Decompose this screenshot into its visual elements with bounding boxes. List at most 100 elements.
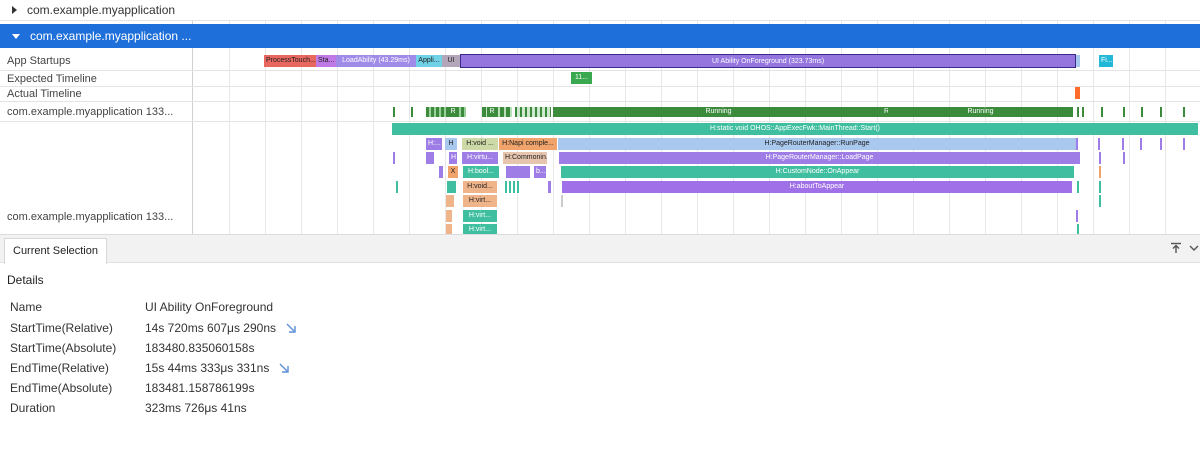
call-slice[interactable]	[506, 166, 530, 178]
state-running-segment[interactable]	[426, 107, 466, 117]
field-key: Name	[10, 300, 43, 314]
call-slice[interactable]: H:Napi comple...	[499, 138, 557, 150]
call-tick[interactable]	[1077, 224, 1079, 234]
call-tick[interactable]	[1077, 181, 1079, 193]
call-slice[interactable]	[548, 181, 551, 193]
call-slice[interactable]: H	[445, 138, 457, 150]
startup-slice-ui[interactable]: UI	[442, 55, 460, 67]
jump-to-time-icon[interactable]	[278, 362, 290, 374]
field-value[interactable]: 14s 720ms 607μs 290ns	[145, 321, 276, 335]
call-tick[interactable]	[1122, 138, 1124, 150]
field-key: Duration	[10, 401, 56, 415]
call-slice[interactable]	[505, 181, 519, 193]
actual-frame-slice[interactable]	[1075, 87, 1080, 99]
state-label-r[interactable]: R	[884, 107, 888, 117]
call-slice[interactable]: H:virt...	[463, 224, 497, 234]
field-value[interactable]: UI Ability OnForeground	[145, 300, 274, 314]
call-slice[interactable]	[426, 152, 434, 164]
chevron-down-icon[interactable]	[1189, 242, 1199, 257]
call-tick[interactable]	[396, 181, 398, 193]
call-tick[interactable]	[1099, 166, 1101, 178]
call-slice[interactable]: H:bool...	[463, 166, 499, 178]
row-label-app-startups: App Startups	[7, 55, 71, 67]
startup-slice-first-frame[interactable]: Fi...	[1099, 55, 1113, 67]
call-tick[interactable]	[1183, 138, 1185, 150]
field-value[interactable]: 183480.835060158s	[145, 341, 255, 355]
call-tick[interactable]	[1140, 138, 1142, 150]
state-tick[interactable]	[1183, 107, 1185, 117]
call-tick[interactable]	[1076, 210, 1078, 222]
startup-slice-process-touch[interactable]: ProcessTouch...	[264, 55, 316, 67]
call-slice[interactable]: H:virt...	[463, 195, 497, 207]
call-slice-about-to-appear[interactable]: H:aboutToAppear	[562, 181, 1072, 193]
call-tick[interactable]	[1099, 195, 1101, 207]
pin-top-icon[interactable]	[1170, 242, 1182, 257]
state-label-r[interactable]: R	[448, 107, 458, 117]
call-tick[interactable]	[1098, 138, 1100, 150]
call-slice[interactable]: H:Commonin...	[503, 152, 547, 164]
startup-slice-tail[interactable]	[1076, 55, 1080, 67]
state-tick[interactable]	[1082, 107, 1084, 117]
call-slice-load-page[interactable]: H:PageRouterManager::LoadPage	[559, 152, 1080, 164]
call-slice[interactable]: H	[449, 152, 457, 164]
call-slice[interactable]: H:void ...	[462, 138, 498, 150]
call-slice[interactable]	[446, 224, 452, 234]
jump-to-time-icon[interactable]	[285, 322, 297, 334]
call-slice[interactable]: H:void...	[463, 181, 497, 193]
state-tick[interactable]	[393, 107, 395, 117]
process-header-collapsed[interactable]: com.example.myapplication	[0, 0, 1200, 20]
state-running-segment[interactable]	[515, 107, 551, 117]
field-end-relative: EndTime(Relative) 15s 44ms 333μs 331ns	[10, 361, 290, 375]
call-tick[interactable]	[561, 195, 563, 207]
collapse-arrow-icon[interactable]	[12, 33, 20, 39]
field-start-absolute: StartTime(Absolute) 183480.835060158s	[10, 341, 254, 355]
startup-slice-load-ability[interactable]: LoadAbility (43.29ms)	[336, 55, 416, 67]
call-slice[interactable]: H:virtu...	[462, 152, 498, 164]
process-header-expanded[interactable]: com.example.myapplication ...	[0, 24, 1200, 48]
call-slice[interactable]	[447, 181, 456, 193]
call-tick[interactable]	[393, 152, 395, 164]
call-tick[interactable]	[1099, 181, 1101, 193]
tab-current-selection[interactable]: Current Selection	[4, 238, 107, 264]
call-slice[interactable]	[446, 210, 452, 222]
row-label-thread-state: com.example.myapplication 133...	[7, 106, 174, 118]
startup-slice-application[interactable]: Appli...	[416, 55, 442, 67]
call-tick[interactable]	[1123, 152, 1125, 164]
expand-arrow-icon[interactable]	[12, 6, 17, 14]
state-running[interactable]: Running	[553, 107, 884, 117]
field-value[interactable]: 323ms 726μs 41ns	[145, 401, 247, 415]
state-tick[interactable]	[1123, 107, 1125, 117]
state-tick[interactable]	[1101, 107, 1103, 117]
state-running-segment[interactable]	[482, 107, 512, 117]
field-key: StartTime(Absolute)	[10, 341, 117, 355]
call-tick[interactable]	[1076, 138, 1078, 150]
call-slice[interactable]: b...	[534, 166, 546, 178]
state-label-r[interactable]: R	[487, 107, 497, 117]
state-tick[interactable]	[1141, 107, 1143, 117]
call-slice-run-page[interactable]: H:PageRouterManager::RunPage	[558, 138, 1076, 150]
call-slice-custom-node-onappear[interactable]: H:CustomNode::OnAppear	[561, 166, 1074, 178]
state-tick[interactable]	[1077, 107, 1079, 117]
field-value[interactable]: 15s 44ms 333μs 331ns	[145, 361, 270, 375]
state-running[interactable]: Running	[888, 107, 1073, 117]
process-name: com.example.myapplication	[27, 3, 176, 17]
startup-slice-start[interactable]: Sta...	[316, 55, 336, 67]
trace-viewer[interactable]: com.example.myapplication com.example.my…	[0, 0, 1200, 234]
expected-frame-slice[interactable]: 11...	[571, 72, 592, 84]
row-label-actual-timeline: Actual Timeline	[7, 88, 82, 100]
startup-slice-ui-ability-onforeground[interactable]: UI Ability OnForeground (323.73ms)	[460, 54, 1076, 68]
call-slice[interactable]: H:...	[426, 138, 442, 150]
state-tick[interactable]	[1160, 107, 1162, 117]
call-slice[interactable]: H:virt...	[463, 210, 497, 222]
call-tick[interactable]	[1160, 138, 1162, 150]
field-value[interactable]: 183481.158786199s	[145, 381, 255, 395]
panel-tab-bar: Current Selection	[0, 235, 1200, 264]
call-slice[interactable]: X	[448, 166, 458, 178]
call-slice-main-thread-start[interactable]: H:static void OHOS::AppExecFwk::MainThre…	[392, 123, 1198, 135]
call-slice[interactable]	[446, 195, 454, 207]
field-key: StartTime(Relative)	[10, 321, 113, 335]
call-tick[interactable]	[1099, 152, 1101, 164]
call-slice[interactable]	[439, 166, 443, 178]
state-tick[interactable]	[411, 107, 413, 117]
row-label-thread-calls: com.example.myapplication 133...	[7, 211, 174, 223]
